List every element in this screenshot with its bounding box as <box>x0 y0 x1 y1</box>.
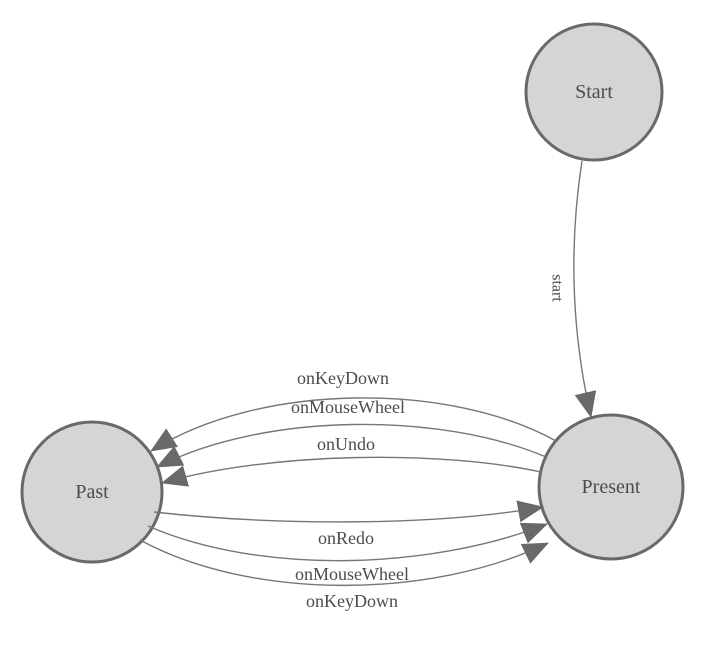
edge-present-to-past-onkeydown[interactable] <box>150 397 557 452</box>
edge-present-to-past-onundo[interactable] <box>161 456 542 487</box>
node-label-present: Present <box>582 476 641 498</box>
node-circle-present[interactable] <box>537 413 685 561</box>
edge-label-start-to-present: start <box>549 274 566 302</box>
edge-present-to-past-onmousewheel[interactable] <box>156 423 547 468</box>
edge-label-present-to-past-onkeydown: onKeyDown <box>297 368 389 388</box>
edge-label-present-to-past-onmousewheel: onMouseWheel <box>291 397 405 417</box>
edge-label-present-to-past-onundo: onUndo <box>317 434 375 454</box>
node-label-start: Start <box>575 81 613 103</box>
node-present[interactable]: Present <box>537 413 685 561</box>
node-label-past: Past <box>75 481 109 503</box>
edge-label-past-to-present-onredo: onRedo <box>318 528 374 548</box>
edge-past-to-present-onredo[interactable] <box>153 500 544 523</box>
node-circle-start[interactable] <box>524 22 664 162</box>
edge-past-to-present-onkeydown[interactable] <box>139 539 549 587</box>
node-circle-past[interactable] <box>20 420 164 564</box>
edge-past-to-present-onmousewheel[interactable] <box>147 522 548 562</box>
edge-label-past-to-present-onkeydown: onKeyDown <box>306 591 398 611</box>
edge-label-past-to-present-onmousewheel: onMouseWheel <box>295 564 409 584</box>
node-past[interactable]: Past <box>20 420 164 564</box>
node-start[interactable]: Start <box>524 22 664 162</box>
edge-start-to-present[interactable] <box>573 160 597 418</box>
